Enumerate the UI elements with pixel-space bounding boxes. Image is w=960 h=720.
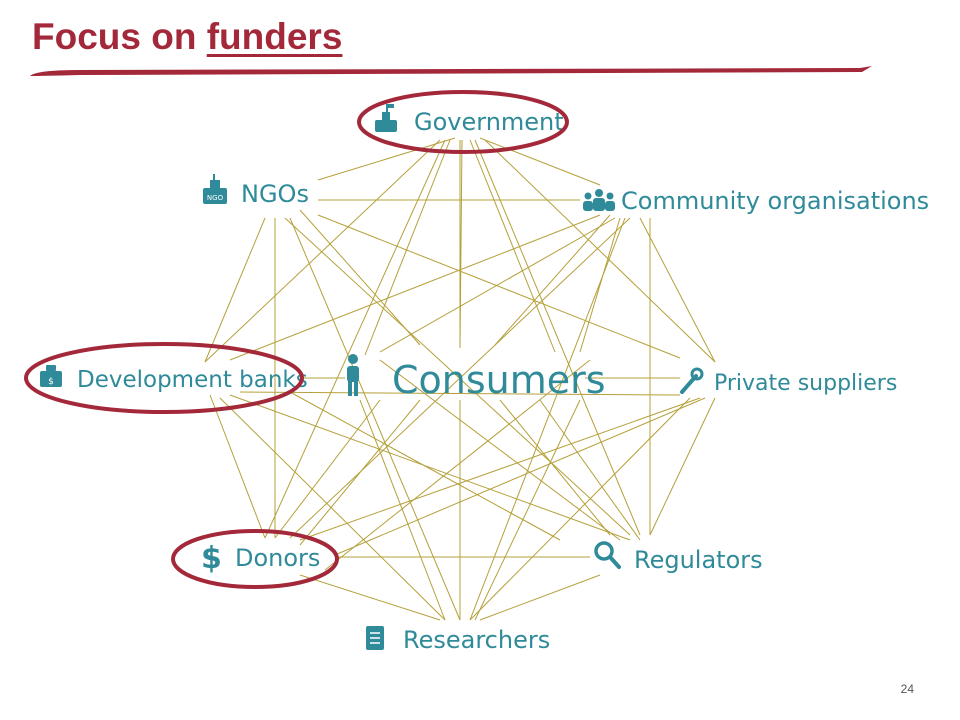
- svg-text:NGO: NGO: [207, 194, 224, 202]
- node-researchers: Researchers: [366, 626, 550, 654]
- node-private-suppliers: Private suppliers: [680, 367, 897, 396]
- node-regulators: Regulators: [594, 541, 763, 574]
- title-emphasis: funders: [206, 16, 343, 57]
- node-consumers: Consumers: [347, 354, 606, 402]
- node-community-organisations: Community organisations: [583, 187, 929, 215]
- node-government: Government: [375, 104, 564, 136]
- funder-highlights: [24, 90, 569, 589]
- node-ngos: NGO NGOs: [203, 174, 309, 208]
- highlight-development-banks: [24, 342, 304, 414]
- document-icon: [366, 626, 384, 650]
- node-label-development-banks: Development banks: [77, 367, 308, 393]
- person-icon: [347, 354, 359, 396]
- node-development-banks: $ Development banks: [40, 365, 308, 393]
- node-label-researchers: Researchers: [403, 626, 550, 654]
- title-prefix: Focus on: [32, 16, 197, 57]
- node-label-donors: Donors: [235, 544, 320, 572]
- node-label-ngos: NGOs: [241, 180, 309, 208]
- wrench-icon: [680, 367, 704, 394]
- people-group-icon: [583, 189, 615, 211]
- bank-icon: $: [40, 365, 62, 387]
- node-label-community-organisations: Community organisations: [621, 187, 929, 215]
- node-label-government: Government: [414, 108, 564, 136]
- magnifier-icon: [594, 541, 621, 569]
- dollar-icon: $: [201, 541, 222, 576]
- svg-text:$: $: [48, 377, 54, 387]
- node-label-regulators: Regulators: [634, 546, 763, 574]
- node-label-private-suppliers: Private suppliers: [714, 371, 897, 396]
- slide-title: Focus on funders: [32, 14, 342, 60]
- page-number: 24: [900, 682, 914, 696]
- title-underline: [30, 66, 872, 76]
- node-label-consumers: Consumers: [392, 358, 606, 402]
- node-donors: $ Donors: [201, 541, 320, 576]
- government-building-icon: [375, 104, 397, 132]
- highlight-government: [357, 90, 569, 154]
- connection-lines: [204, 137, 716, 621]
- highlight-donors: [171, 529, 339, 589]
- ngo-building-icon: NGO: [203, 174, 227, 204]
